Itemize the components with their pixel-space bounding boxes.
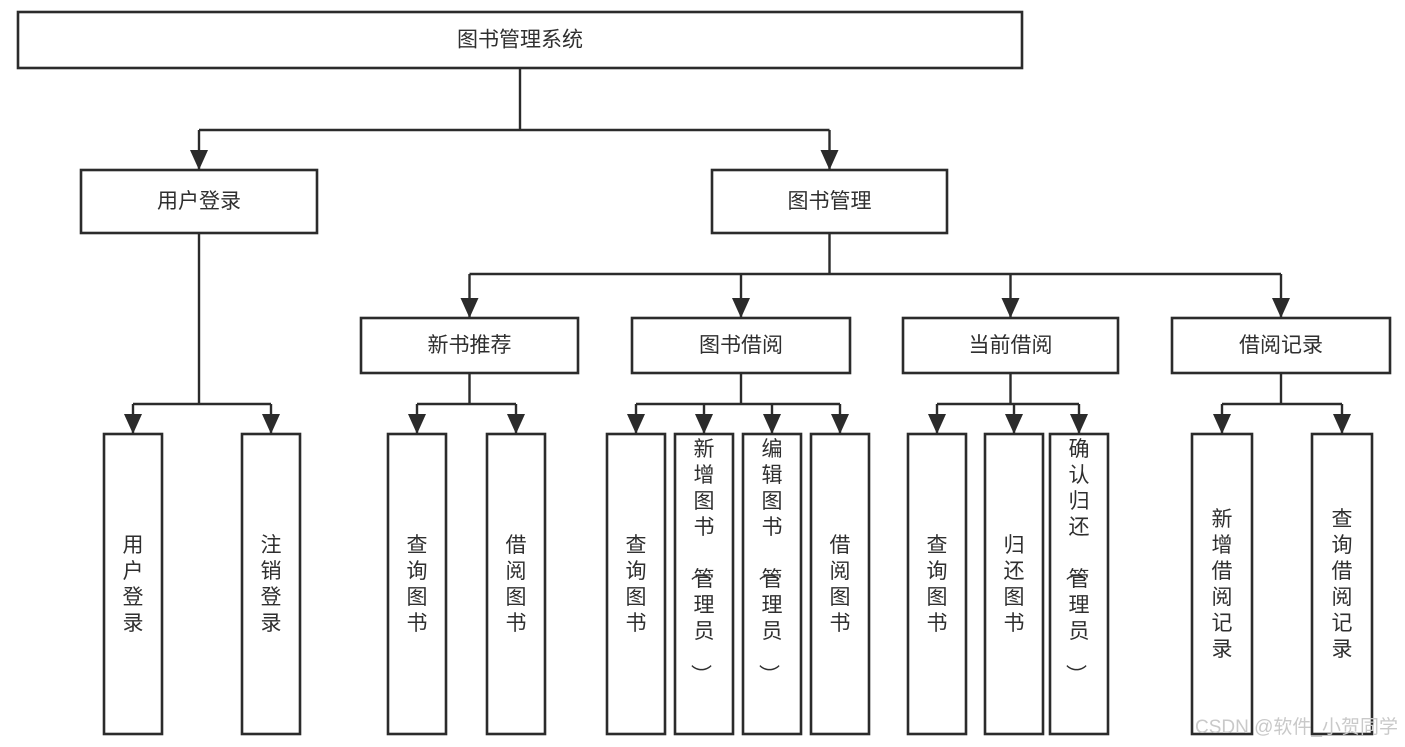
node-box — [710, 168, 949, 235]
node-box — [359, 316, 580, 375]
level2-node-新书推荐[interactable]: 新书推荐 — [359, 316, 580, 375]
node-box — [1170, 316, 1392, 375]
node-box — [1190, 432, 1254, 736]
node-label: 当前借阅 — [969, 334, 1053, 357]
node-label: 查询图书 — [626, 534, 647, 635]
arrow-head-icon — [408, 414, 426, 434]
leaf-node-借阅图书[interactable]: 借阅图书 — [485, 432, 547, 736]
node-label: 编辑图书（管理员） — [757, 438, 783, 685]
arrow-head-icon — [627, 414, 645, 434]
level1-node-图书管理[interactable]: 图书管理 — [710, 168, 949, 235]
node-label: 图书借阅 — [699, 334, 783, 357]
node-label: 新书推荐 — [428, 334, 512, 357]
arrow-head-icon — [1001, 298, 1020, 318]
node-box — [79, 168, 319, 235]
leaf-node-归还图书[interactable]: 归还图书 — [983, 432, 1045, 736]
node-box — [673, 432, 735, 736]
arrow-head-icon — [507, 414, 525, 434]
node-box — [386, 432, 448, 736]
node-label: 用户登录 — [157, 190, 241, 213]
node-box — [485, 432, 547, 736]
node-label: 查询借阅记录 — [1332, 508, 1353, 661]
level2-node-当前借阅[interactable]: 当前借阅 — [901, 316, 1120, 375]
node-label: 图书管理系统 — [457, 29, 583, 52]
node-label: 归还图书 — [1004, 534, 1025, 635]
node-label: 新增借阅记录 — [1212, 508, 1233, 661]
node-box — [1310, 432, 1374, 736]
node-box — [102, 432, 164, 736]
level2-node-借阅记录[interactable]: 借阅记录 — [1170, 316, 1392, 375]
node-box — [809, 432, 871, 736]
node-label: 借阅图书 — [506, 534, 527, 635]
arrow-head-icon — [732, 298, 750, 318]
node-label: 确认归还（管理员） — [1064, 438, 1090, 685]
leaf-node-查询图书[interactable]: 查询图书 — [906, 432, 968, 736]
node-label: 借阅图书 — [830, 534, 851, 635]
arrow-head-icon — [1272, 298, 1290, 318]
arrow-head-icon — [1333, 414, 1351, 434]
leaf-node-确认归还管理员[interactable]: 确认归还（管理员） — [1048, 432, 1110, 736]
leaf-node-新增借阅记录[interactable]: 新增借阅记录 — [1190, 432, 1254, 736]
connector-layer — [124, 68, 1351, 434]
arrow-head-icon — [763, 414, 781, 434]
node-layer: 图书管理系统用户登录图书管理新书推荐图书借阅当前借阅借阅记录用户登录注销登录查询… — [16, 10, 1392, 736]
node-label: 查询图书 — [927, 534, 948, 635]
arrow-head-icon — [124, 414, 142, 434]
node-box — [906, 432, 968, 736]
arrow-head-icon — [460, 298, 479, 318]
node-box — [630, 316, 852, 375]
arrow-head-icon — [695, 414, 713, 434]
arrow-head-icon — [1005, 414, 1023, 434]
leaf-node-借阅图书[interactable]: 借阅图书 — [809, 432, 871, 736]
node-box — [901, 316, 1120, 375]
leaf-node-用户登录[interactable]: 用户登录 — [102, 432, 164, 736]
arrow-head-icon — [1213, 414, 1231, 434]
leaf-node-新增图书管理员[interactable]: 新增图书（管理员） — [673, 432, 735, 736]
leaf-node-编辑图书管理员[interactable]: 编辑图书（管理员） — [741, 432, 803, 736]
arrow-head-icon — [190, 150, 208, 170]
node-box — [983, 432, 1045, 736]
root-node-图书管理系统[interactable]: 图书管理系统 — [16, 10, 1024, 70]
arrow-head-icon — [820, 150, 839, 170]
csdn-watermark: CSDN @软件_小贺同学 — [1195, 716, 1398, 738]
node-box — [240, 432, 302, 736]
node-label: 用户登录 — [123, 534, 144, 635]
leaf-node-注销登录[interactable]: 注销登录 — [240, 432, 302, 736]
node-box — [741, 432, 803, 736]
node-label: 注销登录 — [261, 534, 282, 635]
node-label: 查询图书 — [407, 534, 428, 635]
arrow-head-icon — [928, 414, 946, 434]
leaf-node-查询图书[interactable]: 查询图书 — [386, 432, 448, 736]
node-label: 借阅记录 — [1239, 334, 1323, 357]
node-box — [605, 432, 667, 736]
node-box — [1048, 432, 1110, 736]
arrow-head-icon — [831, 414, 849, 434]
leaf-node-查询借阅记录[interactable]: 查询借阅记录 — [1310, 432, 1374, 736]
node-label: 新增图书（管理员） — [689, 438, 715, 685]
arrow-head-icon — [1070, 414, 1088, 434]
level2-node-图书借阅[interactable]: 图书借阅 — [630, 316, 852, 375]
level1-node-用户登录[interactable]: 用户登录 — [79, 168, 319, 235]
leaf-node-查询图书[interactable]: 查询图书 — [605, 432, 667, 736]
node-label: 图书管理 — [788, 190, 872, 213]
arrow-head-icon — [262, 414, 280, 434]
node-box — [16, 10, 1024, 70]
